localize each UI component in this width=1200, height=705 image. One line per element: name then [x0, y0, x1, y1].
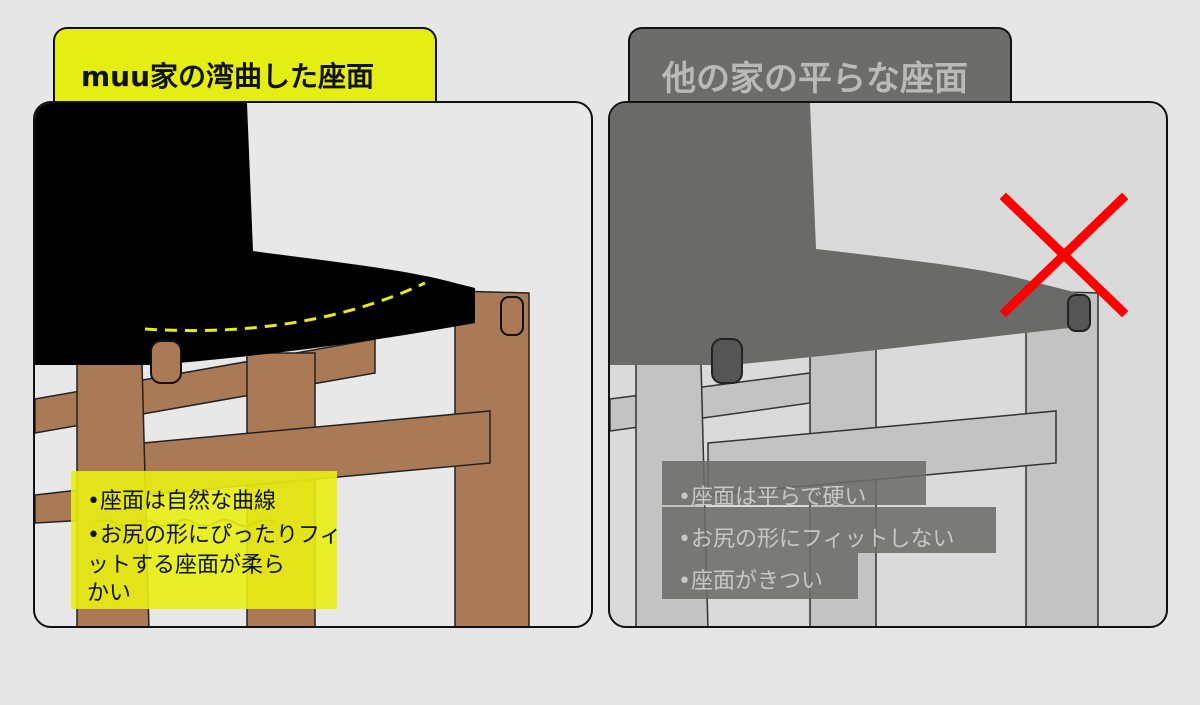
- peg-right: [1067, 294, 1091, 332]
- right-title: 他の家の平らな座面: [662, 59, 968, 99]
- peg-right: [500, 296, 524, 336]
- right-note-box-3: [662, 553, 858, 599]
- right-title-tab: 他の家の平らな座面: [628, 27, 1012, 102]
- right-note-box-1: [662, 461, 926, 505]
- curved-seat: [35, 103, 475, 365]
- seat-curve-line: [144, 281, 426, 333]
- flat-seat: [610, 103, 1078, 365]
- peg-left: [711, 338, 743, 384]
- right-panel: 他の家の平らな座面 •座面は平らで硬い •お尻の形にフィットしない: [608, 0, 1168, 640]
- right-illustration-frame: •座面は平らで硬い •お尻の形にフィットしない •座面がきつい: [608, 101, 1168, 628]
- left-note-highlight: [71, 471, 337, 609]
- cross-icon: [999, 192, 1129, 318]
- left-bullet-3: ットする座面が柔ら: [87, 553, 286, 578]
- right-bullet-3: •座面がきつい: [678, 569, 823, 594]
- left-bullet-1: •座面は自然な曲線: [87, 489, 276, 514]
- right-bullet-1: •座面は平らで硬い: [678, 485, 867, 510]
- left-title-tab: muu家の湾曲した座面: [53, 27, 437, 102]
- left-illustration-frame: •座面は自然な曲線 •お尻の形にぴったりフィ ットする座面が柔ら かい: [33, 101, 593, 628]
- left-title: muu家の湾曲した座面: [81, 60, 375, 93]
- right-bullet-2: •お尻の形にフィットしない: [678, 527, 955, 552]
- left-panel: muu家の湾曲した座面: [33, 0, 593, 640]
- left-bullet-4: かい: [87, 581, 132, 606]
- left-bullet-2: •お尻の形にぴったりフィ: [87, 523, 342, 548]
- peg-left: [150, 340, 182, 384]
- back-leg-right: [454, 290, 530, 626]
- right-note-box-2: [662, 507, 996, 553]
